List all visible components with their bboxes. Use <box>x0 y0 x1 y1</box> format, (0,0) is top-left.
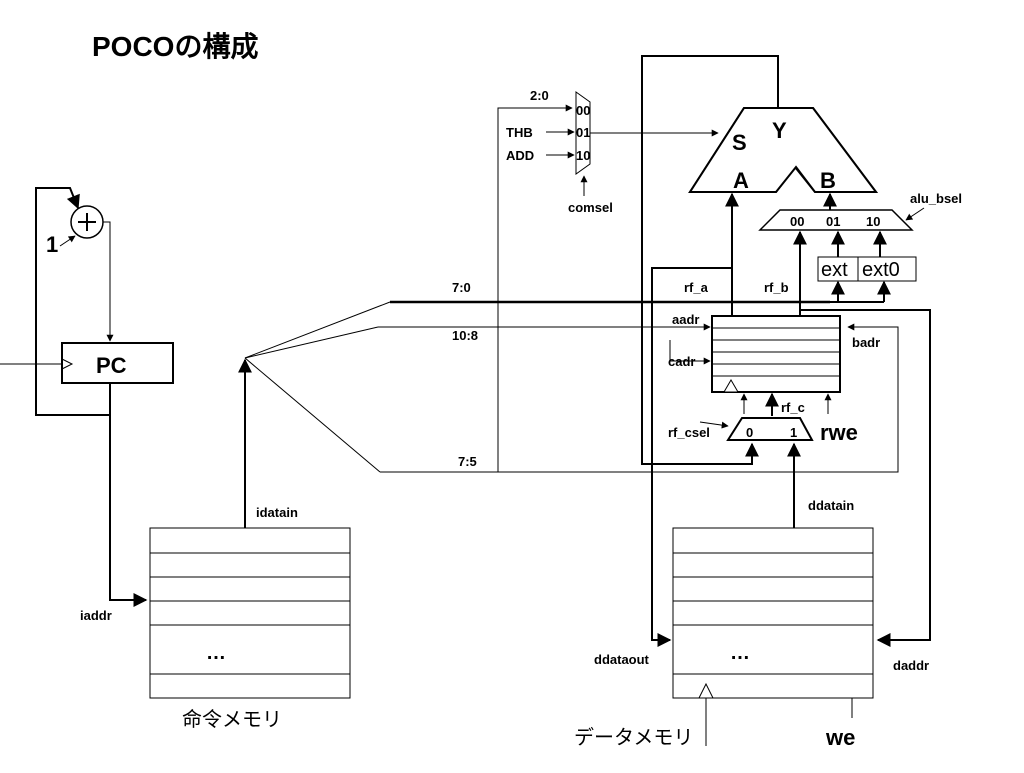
alu-select-label: S <box>732 130 747 155</box>
alu-bsel-label: alu_bsel <box>910 191 962 206</box>
iaddr-label: iaddr <box>80 608 112 623</box>
b-mux: 00 01 10 alu_bsel ext ext0 <box>758 191 962 282</box>
pc-section: PC 1 <box>0 187 174 607</box>
daddr-label: daddr <box>893 658 929 673</box>
alu-body <box>688 107 878 193</box>
instruction-fields: 7:0 10:8 7:5 2:0 <box>244 88 899 473</box>
field-7-5: 7:5 <box>458 454 477 469</box>
daddr-wire <box>800 309 931 647</box>
page-title: POCOの構成 <box>92 31 258 62</box>
comsel-label: comsel <box>568 200 613 215</box>
alu-bsel-arrow <box>905 207 925 221</box>
b-mux-in2: 10 <box>866 214 880 229</box>
ext0-box <box>857 256 917 282</box>
fanout-line <box>244 357 381 473</box>
alu-in-b-label: B <box>820 168 836 193</box>
pc-label: PC <box>96 353 127 378</box>
cadr-label: cadr <box>668 354 695 369</box>
rf-a-label: rf_a <box>684 280 709 295</box>
ext-box <box>817 256 859 282</box>
rf-csel-label: rf_csel <box>668 425 710 440</box>
b-mux-in0: 00 <box>790 214 804 229</box>
imem-ellipsis: … <box>206 642 226 664</box>
b-mux-in1: 01 <box>826 214 840 229</box>
sel-bits-wire <box>497 104 573 472</box>
increment-arrow <box>59 235 76 247</box>
regfile-clock-mark <box>723 379 739 393</box>
pc-register <box>61 342 174 384</box>
alu-out-label: Y <box>772 118 787 143</box>
increment-label: 1 <box>46 232 58 257</box>
imem-caption: 命令メモリ <box>182 708 282 731</box>
rf-c-mux-shape <box>726 417 814 441</box>
dmem-ellipsis: … <box>730 642 750 664</box>
imem-box <box>149 527 351 699</box>
pc-clock-mark <box>61 358 74 370</box>
adder-to-pc-wire <box>103 221 114 342</box>
alu: Y S A B <box>641 55 878 465</box>
regfile-box <box>711 315 841 393</box>
register-file: aadr cadr badr rf_a rf_b rf_c 0 1 rf_cse… <box>651 192 931 647</box>
rf-c-mux-in0: 0 <box>746 425 753 440</box>
add-label: ADD <box>506 148 534 163</box>
alu-op-mux: 00 01 10 THB ADD comsel <box>506 91 719 215</box>
badr-label: badr <box>852 335 880 350</box>
rf-csel-arrow <box>699 421 729 429</box>
b-mux-shape <box>758 209 914 231</box>
field-7-0: 7:0 <box>452 280 471 295</box>
op-mux-in2: 10 <box>576 148 590 163</box>
rf-b-label: rf_b <box>764 280 789 295</box>
badr-wire <box>380 323 899 473</box>
ddataout-wire <box>651 267 732 647</box>
dmem-caption: データメモリ <box>574 726 693 749</box>
ddatain-label: ddatain <box>808 498 854 513</box>
field-2-0: 2:0 <box>530 88 549 103</box>
alu-in-a-label: A <box>733 168 749 193</box>
pc-feedback-wire <box>35 187 111 416</box>
field-10-8: 10:8 <box>452 328 478 343</box>
op-mux-in1: 01 <box>576 125 590 140</box>
fanout-line <box>244 326 379 359</box>
rf-c-label: rf_c <box>781 400 805 415</box>
rwe-label: rwe <box>820 420 858 445</box>
op-mux-in0: 00 <box>576 103 590 118</box>
cadr-wire <box>669 340 711 365</box>
we-label: we <box>825 725 855 750</box>
rf-c-mux-in1: 1 <box>790 425 797 440</box>
idatain-label: idatain <box>256 505 298 520</box>
iaddr-wire <box>109 415 148 607</box>
ext-label: ext <box>821 259 848 281</box>
data-memory: … ddatain ddataout daddr データメモリ we <box>574 442 929 750</box>
instruction-memory: … iaddr idatain 命令メモリ <box>80 358 351 731</box>
dmem-box <box>672 527 874 699</box>
thb-label: THB <box>506 125 533 140</box>
aadr-label: aadr <box>672 312 699 327</box>
fanout-line <box>244 301 391 359</box>
op-mux-shape <box>575 91 591 175</box>
ext0-label: ext0 <box>862 259 900 281</box>
alu-result-wire <box>641 55 779 465</box>
ddataout-label: ddataout <box>594 652 650 667</box>
